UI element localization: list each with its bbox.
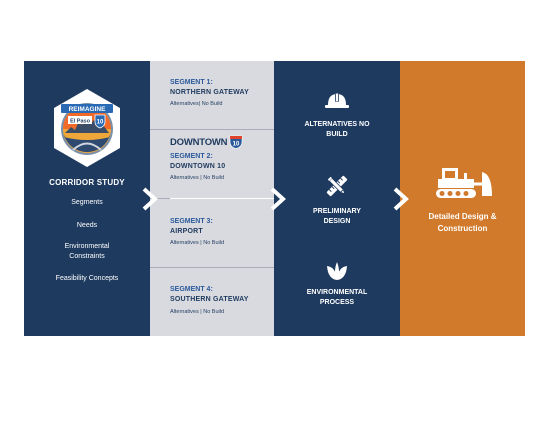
process-step-1-icon-wrap: [274, 91, 400, 111]
corridor-study-panel: REIMAGINE El Paso 10 CORRIDOR STUDY Segm…: [24, 61, 150, 336]
process-step-3-icon-wrap: [274, 261, 400, 281]
segment-3: SEGMENT 3: AIRPORT Alternatives | No Bui…: [150, 198, 274, 266]
segment-2-options: Alternatives | No Build: [170, 175, 225, 181]
chevron-right-icon: [142, 187, 158, 211]
segment-divider: [150, 267, 274, 268]
process-panel: ALTERNATIVES NO BUILD PR: [274, 61, 400, 336]
chevron-right-icon: [393, 187, 409, 211]
badge-route-number: 10: [97, 120, 104, 126]
segment-4-name: SOUTHERN GATEWAY: [170, 296, 249, 303]
process-step-2-label: PRELIMINARY DESIGN: [274, 207, 400, 227]
badge-city-text: El Paso: [70, 119, 91, 125]
process-diagram: REIMAGINE El Paso 10 CORRIDOR STUDY Segm…: [24, 61, 525, 336]
environmental-constraints-text: Environmental Constraints: [64, 243, 110, 260]
item-environmental-constraints: Environmental Constraints: [24, 242, 150, 262]
process-step-2-icon-wrap: [274, 174, 400, 198]
chevron-right-icon: [270, 187, 286, 211]
leaves-icon: [327, 262, 347, 280]
reimagine-el-paso-badge: REIMAGINE El Paso 10: [54, 89, 120, 167]
segment-3-options: Alternatives | No Build: [170, 240, 225, 246]
segment-connector-line: [170, 198, 274, 199]
interstate-10-shield-icon: 10: [230, 135, 243, 149]
final-panel: Detailed Design & Construction: [400, 61, 525, 336]
final-step-label: Detailed Design & Construction: [400, 211, 525, 235]
segment-2: DOWNTOWN 10 SEGMENT 2: DOWNTOWN 10 Alter…: [150, 129, 274, 197]
segment-3-label: SEGMENT 3:: [170, 218, 213, 225]
item-needs: Needs: [76, 222, 98, 229]
segment-4-options: Alternatives | No Build: [170, 309, 225, 315]
downtown-logo-word: DOWNTOWN: [170, 136, 228, 148]
segment-3-name: AIRPORT: [170, 228, 203, 235]
segment-1-options: Alternatives| No Build: [170, 101, 223, 107]
segment-4-label: SEGMENT 4:: [170, 286, 213, 293]
item-feasibility-concepts: Feasibility Concepts: [55, 275, 119, 282]
segment-1-label: SEGMENT 1:: [170, 79, 213, 86]
detailed-design-construction-text: Detailed Design & Construction: [428, 212, 497, 233]
process-step-1-label: ALTERNATIVES NO BUILD: [274, 120, 400, 140]
process-step-3-label: ENVIRONMENTAL PROCESS: [274, 288, 400, 308]
segment-4: SEGMENT 4: SOUTHERN GATEWAY Alternatives…: [150, 267, 274, 335]
segment-1: SEGMENT 1: NORTHERN GATEWAY Alternatives…: [150, 61, 274, 129]
segment-divider: [150, 129, 274, 130]
hard-hat-icon: [325, 93, 349, 108]
badge-banner-text: REIMAGINE: [69, 106, 107, 113]
corridor-study-title: CORRIDOR STUDY: [49, 178, 125, 187]
environmental-process-text: ENVIRONMENTAL PROCESS: [306, 289, 368, 306]
pencil-ruler-icon: [326, 175, 348, 197]
alternatives-no-build-text: ALTERNATIVES NO BUILD: [304, 121, 370, 138]
preliminary-design-text: PRELIMINARY DESIGN: [313, 208, 361, 225]
bulldozer-icon: [436, 168, 492, 198]
logo-number: 10: [233, 142, 240, 148]
segment-2-name: DOWNTOWN 10: [170, 163, 226, 170]
item-segments: Segments: [71, 199, 103, 206]
segment-2-label: SEGMENT 2:: [170, 153, 213, 160]
segment-1-name: NORTHERN GATEWAY: [170, 89, 250, 96]
downtown-10-logo: DOWNTOWN 10: [170, 135, 243, 149]
